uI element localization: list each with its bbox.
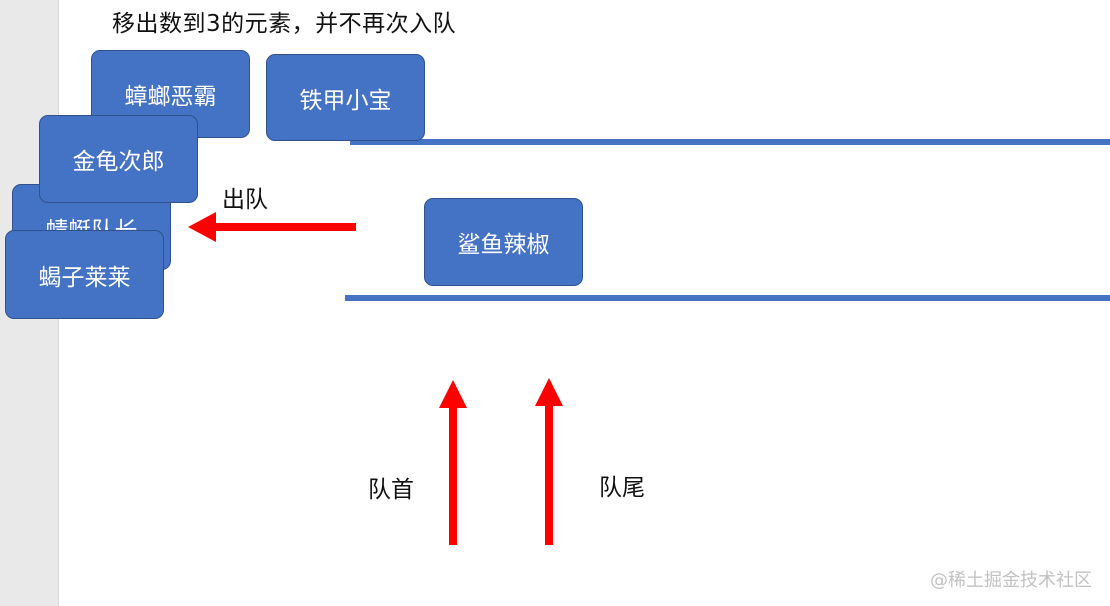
head-pointer-arrow [439, 380, 467, 545]
watermark-text: @稀土掘金技术社区 [930, 570, 1092, 591]
caption-text: 移出数到3的元素，并不再次入队 [112, 11, 457, 37]
dequeue-arrow [188, 212, 356, 242]
queue-tail-label: 队尾 [599, 475, 645, 501]
node-golden-turtle: 金龟次郎 [39, 115, 198, 203]
node-shark: 鲨鱼辣椒 [424, 198, 583, 286]
dequeue-label: 出队 [222, 187, 268, 213]
node-iron-armor: 铁甲小宝 [266, 54, 425, 141]
node-scorpion: 蝎子莱莱 [5, 230, 164, 319]
tail-pointer-arrow [535, 378, 563, 545]
queue-head-label: 队首 [368, 477, 414, 503]
